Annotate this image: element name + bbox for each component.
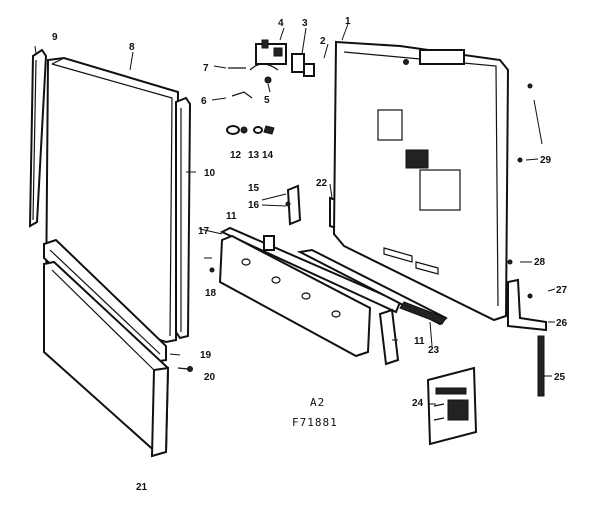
callout-3: 3 <box>302 18 308 29</box>
part-1-inner-door-panel <box>332 40 510 322</box>
callout-10: 10 <box>204 168 216 179</box>
latch-assembly-parts-3-to-7 <box>228 39 315 99</box>
callout-21: 21 <box>136 482 148 493</box>
callout-18: 18 <box>205 288 217 299</box>
callout-13: 13 <box>248 150 260 161</box>
callout-numbers: 1 2 3 4 5 6 7 8 9 10 11 11 12 13 14 15 1… <box>52 16 568 493</box>
callout-14: 14 <box>262 150 274 161</box>
callout-12: 12 <box>230 150 242 161</box>
callout-28: 28 <box>534 257 546 268</box>
callout-19: 19 <box>200 350 212 361</box>
diagram-caption: A2 F71881 <box>292 396 338 429</box>
callout-8: 8 <box>129 42 135 53</box>
callout-29: 29 <box>540 155 552 166</box>
callout-24: 24 <box>412 398 424 409</box>
part-23-bottom-strip <box>296 248 448 326</box>
callout-4: 4 <box>278 18 284 29</box>
callout-1: 1 <box>345 16 351 27</box>
callout-9: 9 <box>52 32 58 43</box>
callout-5: 5 <box>264 95 270 106</box>
part-11-side-bracket <box>378 308 400 366</box>
callout-2: 2 <box>320 36 326 47</box>
leader-lines <box>34 23 556 405</box>
caption-part-number: F71881 <box>292 416 338 429</box>
part-24-instruction-card <box>426 366 478 446</box>
callout-7: 7 <box>203 63 209 74</box>
part-9-left-trim-strip <box>28 48 48 228</box>
callout-25: 25 <box>554 372 566 383</box>
callout-11-lower: 11 <box>414 336 425 347</box>
callout-6: 6 <box>201 96 207 107</box>
part-19-lower-trim-strip <box>43 238 167 364</box>
part-21-kick-plate <box>43 260 170 458</box>
caption-model: A2 <box>310 396 325 409</box>
callout-15: 15 <box>248 183 260 194</box>
callout-26: 26 <box>556 318 568 329</box>
callout-22: 22 <box>316 178 328 189</box>
callout-17: 17 <box>198 226 210 237</box>
part-10-right-trim-strip <box>175 96 192 340</box>
parts-26-27-28-hinge <box>507 259 547 332</box>
callout-11-upper: 11 <box>226 211 237 222</box>
parts-12-13-14-hardware <box>226 125 275 135</box>
lower-channel <box>218 234 372 358</box>
parts-15-16-bracket <box>285 184 302 226</box>
callout-27: 27 <box>556 285 568 296</box>
part-29-screw <box>517 83 533 163</box>
part-18-screw <box>204 257 215 273</box>
part-25-threaded-rod <box>537 335 545 397</box>
callout-16: 16 <box>248 200 260 211</box>
part-20-screw <box>177 366 193 372</box>
callout-20: 20 <box>204 372 216 383</box>
callout-23: 23 <box>428 345 440 356</box>
